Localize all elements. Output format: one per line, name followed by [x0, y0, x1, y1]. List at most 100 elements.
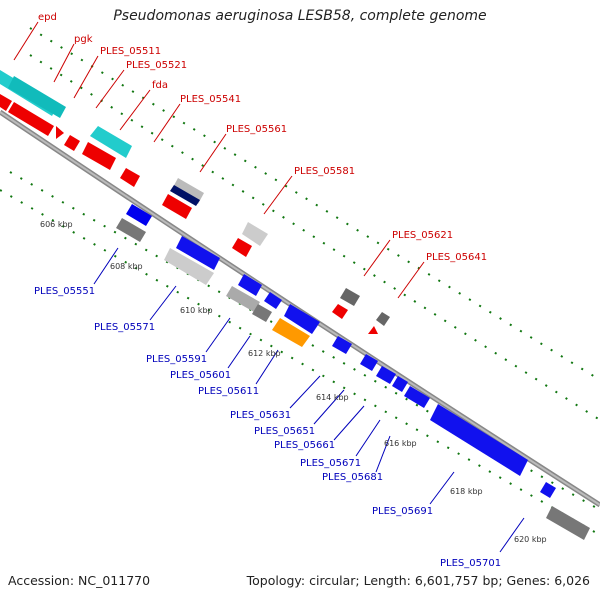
leader-PLES_05511[interactable] [73, 55, 99, 99]
leader-PLES_05551 [93, 247, 119, 285]
label-PLES_05671[interactable]: PLES_05671 [300, 458, 361, 469]
leader-PLES_05611 [255, 349, 279, 385]
label-PLES_05601[interactable]: PLES_05601 [170, 370, 231, 381]
leader-PLES_05671 [355, 419, 381, 457]
label-fda[interactable]: fda [152, 80, 168, 91]
label-PLES_05581[interactable]: PLES_05581 [294, 166, 355, 177]
accession-text: Accession: NC_011770 [8, 573, 151, 588]
kbp-label-620: 620 kbp [514, 535, 547, 544]
gene-PLES_05691[interactable] [430, 404, 528, 476]
label-PLES_05651[interactable]: PLES_05651 [254, 426, 315, 437]
reverse-labels: PLES_05551 PLES_05571 PLES_05591 PLES_05… [34, 286, 501, 569]
gene-forward-8[interactable] [232, 238, 252, 257]
leader-PLES_05691 [429, 471, 455, 505]
label-PLES_05681[interactable]: PLES_05681 [322, 472, 383, 483]
kbp-label-610: 610 kbp [180, 306, 213, 315]
kbp-label-618: 618 kbp [450, 487, 483, 496]
label-PLES_05641[interactable]: PLES_05641 [426, 252, 487, 263]
label-PLES_05621[interactable]: PLES_05621 [392, 230, 453, 241]
gene-forward-6[interactable] [120, 168, 140, 187]
gene-PLES_05631[interactable] [332, 336, 352, 354]
leader-PLES_05701 [499, 517, 525, 553]
gene-PLES_05571[interactable] [176, 236, 220, 270]
leader-PLES_05631 [289, 375, 321, 409]
gene-PLES_05701[interactable] [546, 506, 590, 540]
kbp-label-612: 612 kbp [248, 349, 281, 358]
kbp-label-616: 616 kbp [384, 439, 417, 448]
forward-labels: epd pgk PLES_05511 PLES_05521 fda PLES_0… [38, 12, 487, 263]
gene-forward-5[interactable] [82, 142, 116, 170]
leader-fda [119, 89, 151, 131]
gene-reverse-grey-4[interactable] [252, 304, 272, 322]
leader-PLES_05681 [375, 435, 391, 473]
gene-forward-9[interactable] [332, 304, 348, 319]
label-epd[interactable]: epd [38, 12, 57, 23]
gene-reverse-grey-1[interactable] [116, 218, 146, 242]
gene-PLES_05621[interactable] [376, 312, 390, 326]
gene-forward-4[interactable] [64, 135, 80, 151]
dotted-tracks [0, 27, 600, 536]
leader-PLES_05581 [263, 175, 293, 215]
kbp-label-606: 606 kbp [40, 220, 73, 229]
gene-PLES_05661[interactable] [376, 366, 396, 384]
gene-forward-1[interactable] [0, 94, 12, 111]
kbp-tick-labels: 606 kbp 608 kbp 610 kbp 612 kbp 614 kbp … [40, 220, 547, 544]
gene-orange[interactable] [272, 318, 310, 347]
label-PLES_05691[interactable]: PLES_05691 [372, 506, 433, 517]
gene-PLES_05681[interactable] [404, 386, 430, 408]
leader-PLES_05651 [313, 389, 345, 425]
label-PLES_05541[interactable]: PLES_05541 [180, 94, 241, 105]
gene-PLES_05611[interactable] [284, 304, 320, 334]
label-PLES_05511[interactable]: PLES_05511 [100, 46, 161, 57]
gene-PLES_05601[interactable] [264, 292, 282, 309]
leader-PLES_05621 [363, 239, 391, 277]
label-PLES_05701[interactable]: PLES_05701 [440, 558, 501, 569]
gene-PLES_05541-dark[interactable] [170, 185, 200, 206]
leader-PLES_05601 [227, 335, 251, 369]
label-PLES_05551[interactable]: PLES_05551 [34, 286, 95, 297]
gene-PLES_05671[interactable] [392, 376, 408, 392]
leader-PLES_05561 [199, 133, 227, 173]
leader-epd [13, 21, 39, 61]
gene-PLES_05651[interactable] [360, 354, 378, 371]
gene-PLES_05581[interactable] [340, 288, 360, 306]
gene-forward-7[interactable] [162, 194, 192, 219]
gene-PLES_05701-blue[interactable] [540, 482, 556, 498]
leader-PLES_05521 [95, 69, 125, 109]
kbp-label-614: 614 kbp [316, 393, 349, 402]
leader-PLES_05541 [153, 103, 181, 143]
label-PLES_05661[interactable]: PLES_05661 [274, 440, 335, 451]
gene-PLES_05641[interactable] [368, 326, 378, 334]
gene-PLES_05551[interactable] [126, 204, 152, 226]
label-PLES_05591[interactable]: PLES_05591 [146, 354, 207, 365]
forward-features [0, 70, 390, 334]
track-outer-1 [29, 54, 600, 421]
gene-fda[interactable] [90, 126, 132, 158]
gene-PLES_05561[interactable] [242, 222, 268, 246]
gene-PLES_05591[interactable] [238, 274, 262, 296]
label-pgk[interactable]: pgk [74, 34, 93, 45]
reverse-features [116, 204, 590, 540]
reverse-leader-lines [93, 247, 525, 553]
leader-PLES_05571 [149, 285, 177, 321]
label-PLES_05611[interactable]: PLES_05611 [198, 386, 259, 397]
gene-forward-2[interactable] [8, 102, 54, 136]
label-PLES_05521[interactable]: PLES_05521 [126, 60, 187, 71]
kbp-label-608: 608 kbp [110, 262, 143, 271]
track-inner-2 [0, 189, 600, 536]
map-title: Pseudomonas aeruginosa LESB58, complete … [113, 8, 487, 24]
label-PLES_05571[interactable]: PLES_05571 [94, 322, 155, 333]
leader-PLES_05661 [333, 405, 365, 441]
label-PLES_05561[interactable]: PLES_05561 [226, 124, 287, 135]
leader-pgk [53, 43, 75, 83]
gene-forward-3[interactable] [56, 126, 64, 139]
gene-reverse-grey-2[interactable] [164, 248, 214, 285]
label-PLES_05631[interactable]: PLES_05631 [230, 410, 291, 421]
forward-leader-lines [13, 21, 425, 299]
gene-PLES_05541[interactable] [172, 178, 204, 204]
gene-pgk[interactable] [8, 76, 66, 118]
genome-summary-text: Topology: circular; Length: 6,601,757 bp… [246, 573, 590, 588]
gene-reverse-grey-3[interactable] [226, 286, 260, 312]
